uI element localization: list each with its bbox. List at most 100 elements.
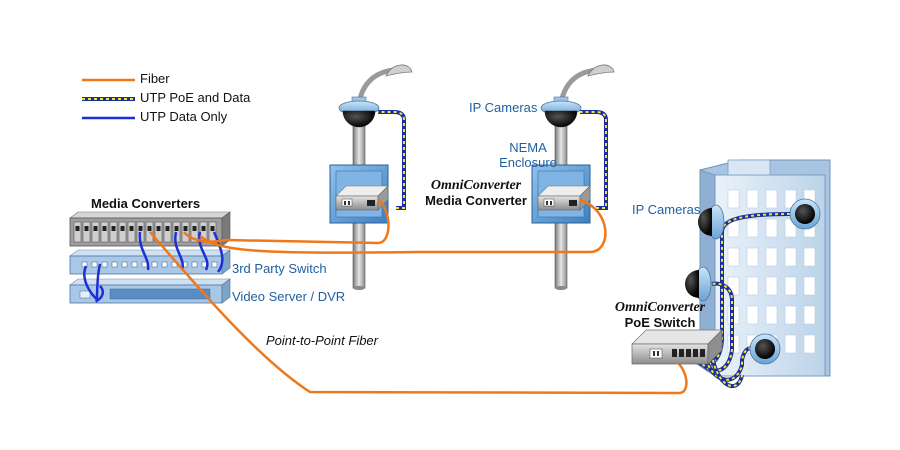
converter-slot [91,221,100,243]
fiber-point-to-point [149,231,688,395]
converter-slot [109,221,118,243]
converter-port [102,226,107,231]
fiber-cables [149,198,688,395]
nema-enclosure-label: NEMA Enclosure [496,140,560,171]
building-window [746,218,759,238]
converter-slot [118,221,127,243]
converter-slot [73,221,82,243]
building-window [727,247,740,267]
building-window [746,247,759,267]
ip-cameras-building-label: IP Cameras [632,202,701,217]
converter-slot [82,221,91,243]
legend-poe-label: UTP PoE and Data [140,90,251,105]
building-window [784,334,797,354]
switch-port [111,261,118,268]
legend-fiber-label: Fiber [140,71,170,86]
converter-port [183,226,188,231]
building-window [746,305,759,325]
poe-port [686,349,691,357]
nema-label-line2: Enclosure [499,154,557,170]
video-server-dvr [69,278,231,304]
poe-port [679,349,684,357]
video-server-label: Video Server / DVR [232,289,346,304]
omniconverter-poe-switch [631,329,723,365]
building-window [803,276,816,296]
poe-cable-left-pole [378,110,406,210]
converter-port [201,226,206,231]
converter-slot [145,221,154,243]
poe-port [672,349,677,357]
converter-port [84,226,89,231]
wall-camera-building-left-top [698,204,725,240]
converter-port [75,226,80,231]
building-window [765,276,778,296]
converter-port [174,226,179,231]
media-converters-label: Media Converters [91,196,201,211]
switch-port [121,261,128,268]
nema-enclosure-right [531,164,591,224]
switch-port [101,261,108,268]
wall-camera-building-top [789,198,821,230]
converter-port [138,226,143,231]
omni-poe-brand: OmniConverter [614,300,706,315]
poe-port [700,349,705,357]
fiber-to-right-enclosure [199,198,607,254]
building-window [803,334,816,354]
building-window [784,189,797,209]
building-window [765,247,778,267]
building-window [803,247,816,267]
converter-slot [127,221,136,243]
poe-cables-building [686,212,791,388]
omniconverter-media-converter-right [537,185,591,211]
nema-label-line1: NEMA [509,140,547,155]
switch-port [131,261,138,268]
utp-data-cables [83,231,224,303]
utp-poe-cables [378,110,791,388]
converter-port [165,226,170,231]
converter-port [129,226,134,231]
converter-port [93,226,98,231]
converter-slot [190,221,199,243]
ip-cameras-pole-label: IP Cameras [469,100,538,115]
converter-port [120,226,125,231]
omniconverter-poe-switch-label: OmniConverter PoE Switch [604,300,716,331]
building-window [746,276,759,296]
building-window [784,305,797,325]
building-window [746,189,759,209]
switch-port [211,261,218,268]
dome-camera-left-pole [338,96,380,128]
building-window [765,305,778,325]
converter-port [156,226,161,231]
converter-port [192,226,197,231]
building-window [727,189,740,209]
building-window [803,305,816,325]
switch-port [161,261,168,268]
poe-cable-right-pole [580,110,608,210]
legend-data-label: UTP Data Only [140,109,228,124]
switch-port [151,261,158,268]
media-converter-chassis [69,211,231,247]
building-window [784,276,797,296]
legend [82,78,135,120]
omniconverter-media-converter-label: OmniConverter Media Converter [418,178,534,209]
switch-port [191,261,198,268]
building-window [784,247,797,267]
converter-slot [100,221,109,243]
building-window [765,189,778,209]
fiber-to-left-enclosure [225,198,390,245]
omni-mc-brand: OmniConverter [430,178,522,193]
omniconverter-media-converter-left [335,185,389,211]
converter-slot [163,221,172,243]
converter-port [210,226,215,231]
omni-poe-product: PoE Switch [624,315,696,331]
nema-enclosure-left [329,164,389,224]
omni-mc-product: Media Converter [425,193,527,209]
converter-port [147,226,152,231]
point-to-point-fiber-label: Point-to-Point Fiber [266,333,378,348]
dome-camera-right-pole [540,96,582,128]
wall-camera-building-bottom [749,333,781,365]
switch-port [91,261,98,268]
converter-port [111,226,116,231]
building-window [765,218,778,238]
